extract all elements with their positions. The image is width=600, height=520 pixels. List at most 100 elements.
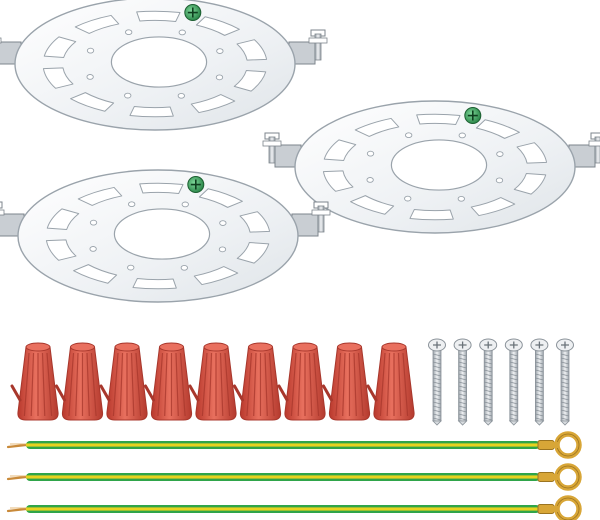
bracket-screw <box>268 136 276 164</box>
screw-thread <box>432 405 442 409</box>
screw-thread <box>458 393 467 397</box>
plate-slot <box>139 182 184 195</box>
plate-slot <box>516 142 548 164</box>
plate-hole <box>181 201 189 208</box>
screw-thread <box>432 377 442 381</box>
plate-slot <box>193 266 239 286</box>
wire-nut-rib <box>342 352 346 417</box>
wire-nut-rib <box>175 352 179 417</box>
screw-thread <box>458 417 467 421</box>
wire-nut-cap <box>337 342 362 352</box>
screw-thread <box>535 417 544 421</box>
screw-cross <box>458 341 467 349</box>
plate-hole <box>457 195 465 202</box>
wire-nut-icon <box>55 342 104 421</box>
wire-nut-rib <box>264 352 268 417</box>
screw-thread <box>535 405 544 409</box>
screw-thread <box>560 369 570 373</box>
wire-copper-end <box>6 507 28 513</box>
bracket-screw-shaft <box>308 37 328 44</box>
plate-slot <box>475 119 520 139</box>
ring-terminal-neck <box>552 506 558 512</box>
screw-thread <box>432 417 442 421</box>
screw-thread <box>432 385 442 389</box>
wire-nut-rib <box>86 352 90 417</box>
screw-thread <box>458 357 467 361</box>
screw-tip <box>534 420 545 426</box>
plate-hole <box>216 48 224 54</box>
wire-nut-wing <box>233 384 244 402</box>
plate-hole <box>218 246 227 253</box>
screw-thread <box>560 405 570 409</box>
screw-thread <box>484 385 493 389</box>
screw-thread <box>535 381 544 385</box>
wire-nut-icon <box>188 342 237 421</box>
screw-thread <box>509 361 518 365</box>
wire-nut-cap <box>248 342 273 352</box>
wire-nut-icon <box>233 342 282 421</box>
screw-thread <box>432 369 442 373</box>
plate-slot <box>42 67 74 89</box>
plate-hole <box>495 177 504 184</box>
screw-icon <box>453 338 472 426</box>
plate-hole <box>125 29 133 36</box>
plate-hole <box>496 151 504 157</box>
screw-thread <box>458 381 467 385</box>
wire-nut-rib <box>208 352 213 417</box>
wire-nut-rib <box>41 352 46 417</box>
screw-thread <box>484 373 493 377</box>
screw-thread <box>509 365 518 369</box>
wire-nut-rib <box>353 352 357 417</box>
screw-thread <box>509 401 518 405</box>
screw-thread <box>484 357 493 361</box>
wire-nut-wing <box>188 384 200 402</box>
screw-thread <box>484 397 493 401</box>
plate-hole <box>178 29 186 36</box>
ground-screw-slot <box>467 110 478 121</box>
bracket-screw-shaft <box>311 209 331 216</box>
wire-nut-wing <box>144 384 155 402</box>
screw-tip <box>483 420 494 426</box>
plate-hole <box>405 132 413 139</box>
plate-hole <box>177 92 185 99</box>
screw-thread <box>484 377 493 381</box>
plate-slot <box>129 105 174 118</box>
screw-thread <box>432 357 442 361</box>
screw-thread <box>535 353 544 357</box>
ground-wire <box>6 463 582 491</box>
bracket-screw <box>594 136 600 164</box>
screw-thread <box>535 393 544 397</box>
screw-thread <box>535 409 544 413</box>
screw-thread <box>484 389 493 393</box>
screw-thread <box>432 381 442 385</box>
plate-slot <box>45 239 77 261</box>
plate-slot <box>513 173 547 195</box>
plate-bracket <box>262 132 302 168</box>
wire-nut-cap <box>292 342 318 352</box>
wire-nut-cap <box>114 342 140 352</box>
wire-nut-rib <box>112 352 119 417</box>
screw-thread <box>509 393 518 397</box>
screw-thread <box>484 417 493 421</box>
plate-slot <box>198 188 243 208</box>
bracket-screw <box>317 205 325 233</box>
screw-thread <box>484 381 493 385</box>
screw-thread <box>509 369 518 373</box>
screw-thread <box>560 373 570 377</box>
wire-nut-rib <box>290 352 297 417</box>
wire-nut-rib <box>297 352 302 417</box>
wire-nut-rib <box>130 352 135 417</box>
screw-thread <box>458 409 467 413</box>
screw-thread <box>509 373 518 377</box>
plate-hole <box>86 74 94 80</box>
plate-hole <box>89 219 98 226</box>
wire-nut-rib <box>335 352 342 417</box>
wire-nut-rib <box>357 352 364 417</box>
plate-slot <box>350 195 395 215</box>
wire-nut-rib <box>386 352 391 417</box>
plate-slot <box>77 186 123 206</box>
screw-thread <box>509 353 518 357</box>
screw-thread <box>458 389 467 393</box>
screw-thread <box>484 413 493 417</box>
screw-thread <box>458 401 467 405</box>
